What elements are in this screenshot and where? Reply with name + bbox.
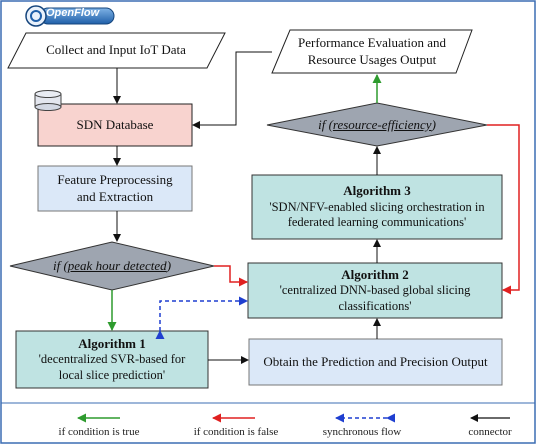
collect-input-node: Collect and Input IoT Data [14,33,218,68]
openflow-logo [25,5,115,27]
feature-preprocessing-line-2: and Extraction [76,188,154,204]
peak-hour-decision: if (peak hour detected) [30,253,194,279]
resource-if-prefix: if ( [318,116,333,132]
algorithm-1-title: Algorithm 1 [78,335,146,351]
peak-if-suffix: ) [166,257,172,273]
algorithm-3-node: Algorithm 3 'SDN/NFV-enabled slicing orc… [252,175,502,239]
performance-output-line-1: Performance Evaluation and [298,35,446,51]
arrow-performance-to-database [192,51,272,129]
algorithm-2-node: Algorithm 2 'centralized DNN-based globa… [248,263,502,318]
peak-if-prefix: if ( [52,257,68,273]
algorithm-2-line-1: 'centralized DNN-based global slicing [279,283,471,297]
algorithm-2-shape [247,262,503,319]
obtain-output-node: Obtain the Prediction and Precision Outp… [249,339,502,385]
arrow-resource-false-to-algorithm2 [487,124,520,295]
resource-if-term: resource-efficiency [332,116,432,132]
legend-label-true: if condition is true [58,426,140,438]
algorithm-1-node: Algorithm 1 'decentralized SVR-based for… [16,331,208,388]
algorithm-3-line-2: federated learning communications' [287,215,467,230]
performance-output-line-2: Resource Usages Output [307,51,437,67]
algorithm-2-line-2: classifications' [338,298,412,313]
arrow-peak-false-to-algorithm2 [214,265,248,287]
sdn-database-node: SDN Database [38,104,192,146]
algorithm-3-line-1: 'SDN/NFV-enabled slicing orchestration i… [269,199,485,214]
feature-preprocessing-shape [37,165,193,212]
algorithm-2-title: Algorithm 2 [341,266,409,282]
legend-label-sync: synchronous flow [322,426,402,438]
collect-input-shape [7,32,226,69]
collect-input-label: Collect and Input IoT Data [46,42,186,58]
openflow-logo-text: OpenFlow [46,7,100,19]
resource-if-suffix: ) [431,116,436,132]
peak-if-term: peak hour detected [67,257,167,273]
algorithm-1-line-1: 'decentralized SVR-based for [38,352,186,366]
performance-output-shape [271,29,473,74]
obtain-output-shape [248,338,503,386]
obtain-output-label: Obtain the Prediction and Precision Outp… [263,353,488,369]
sdn-database-label: SDN Database [76,116,154,132]
algorithm-1-line-2: local slice prediction' [58,367,166,382]
resource-efficiency-decision: if (resource-efficiency) [290,112,464,138]
feature-preprocessing-line-1: Feature Preprocessing [57,172,173,188]
algorithm-3-title: Algorithm 3 [343,183,411,199]
legend-label-connector: connector [468,426,512,438]
arrow-sync-algorithm1-algorithm2 [155,296,248,339]
feature-preprocessing-node: Feature Preprocessing and Extraction [38,166,192,211]
database-icon [34,90,62,111]
performance-output-node: Performance Evaluation and Resource Usag… [278,30,466,73]
sdn-database-shape [37,103,193,147]
legend-label-false: if condition is false [193,426,279,438]
